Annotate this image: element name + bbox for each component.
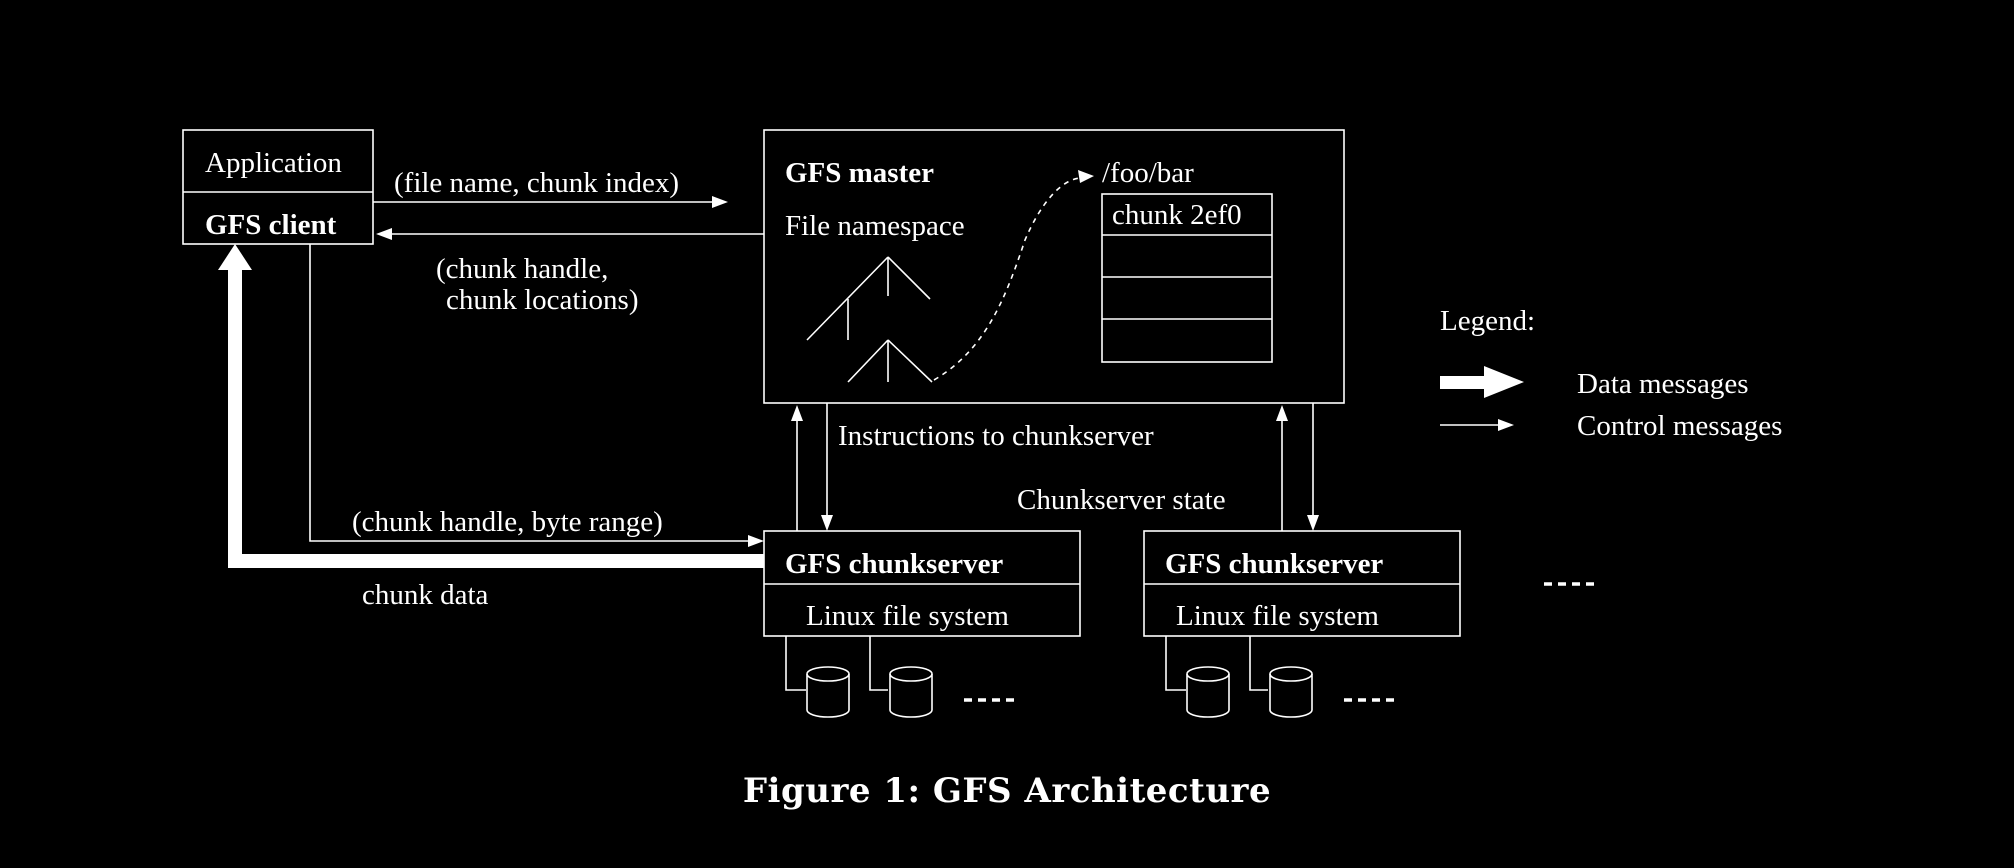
application-label: Application <box>205 147 342 179</box>
gfs-master-box: GFS master File namespace /foo/bar chunk… <box>763 129 1345 404</box>
disk-icon <box>806 666 850 718</box>
namespace-pointer-arrowhead <box>1078 170 1094 183</box>
legend-data-label: Data messages <box>1577 368 1749 400</box>
master-chunkserver2-arrows <box>1276 403 1319 531</box>
legend-control-arrow <box>1440 419 1514 431</box>
chunkserver-1-title: GFS chunkserver <box>785 548 1003 580</box>
master-chunkserver1-arrows <box>791 403 833 531</box>
request-label: (file name, chunk index) <box>394 167 679 199</box>
disk-icon <box>1269 666 1313 718</box>
legend-title: Legend: <box>1440 305 1535 337</box>
chunkserver-state-label: Chunkserver state <box>1017 484 1226 516</box>
chunkserver-1-box: GFS chunkserver Linux file system <box>763 530 1081 637</box>
namespace-pointer-dashed <box>933 177 1081 381</box>
read-request-label: (chunk handle, byte range) <box>352 506 663 538</box>
namespace-tree-icon <box>806 256 933 383</box>
legend-data-arrow <box>1440 366 1524 398</box>
file-path-label: /foo/bar <box>1102 157 1194 189</box>
request-arrow <box>373 196 728 208</box>
gfs-client-label: GFS client <box>205 209 337 241</box>
disk-icon <box>1186 666 1230 718</box>
file-namespace-label: File namespace <box>785 210 965 242</box>
legend: Legend: Data messages Control messages <box>1440 305 1782 442</box>
read-request-arrow <box>309 244 764 547</box>
reply-label-line1: (chunk handle, <box>436 253 608 285</box>
instructions-label: Instructions to chunkserver <box>838 420 1154 452</box>
reply-arrow <box>376 228 764 240</box>
chunkserver-2-disks <box>1165 636 1400 718</box>
legend-control-label: Control messages <box>1577 410 1782 442</box>
chunk-table: chunk 2ef0 <box>1101 193 1273 363</box>
chunkserver-2-fs-label: Linux file system <box>1176 600 1379 632</box>
application-box: Application GFS client <box>182 129 374 245</box>
chunk-data-label: chunk data <box>362 579 489 611</box>
chunkserver-2-box: GFS chunkserver Linux file system <box>1143 530 1461 637</box>
reply-label-line2: chunk locations) <box>446 284 638 316</box>
disk-icon <box>889 666 933 718</box>
chunkserver-1-disks <box>785 636 1020 718</box>
chunk-id-label: chunk 2ef0 <box>1112 199 1242 231</box>
chunk-data-arrow <box>218 244 764 568</box>
chunkserver-2-title: GFS chunkserver <box>1165 548 1383 580</box>
gfs-master-title: GFS master <box>785 157 934 189</box>
figure-caption: Figure 1: GFS Architecture <box>743 771 1271 811</box>
chunkserver-1-fs-label: Linux file system <box>806 600 1009 632</box>
